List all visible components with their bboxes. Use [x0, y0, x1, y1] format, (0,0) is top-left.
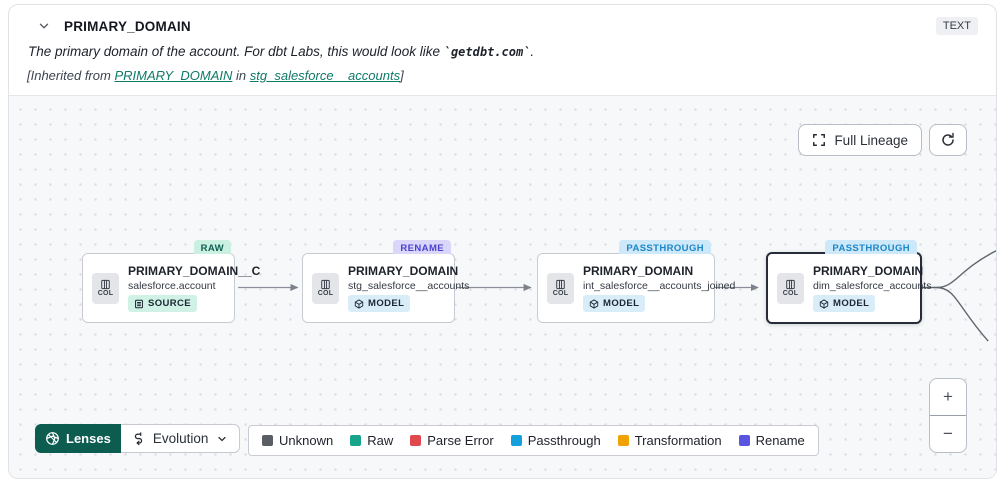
zoom-in-button[interactable]: +: [930, 379, 966, 416]
inherited-from-note: [Inherited from PRIMARY_DOMAIN in stg_sa…: [27, 67, 404, 83]
expand-icon: [813, 134, 826, 146]
column-details-panel: PRIMARY_DOMAIN TEXT The primary domain o…: [8, 4, 997, 479]
column-icon: COL: [777, 272, 804, 304]
collapse-chevron-icon[interactable]: [37, 19, 51, 33]
resource-type-badge: MODEL: [348, 295, 411, 312]
zoom-out-button[interactable]: −: [943, 424, 953, 443]
inherited-column-link[interactable]: PRIMARY_DOMAIN: [114, 67, 233, 83]
inline-code: `getdbt.com`: [443, 45, 531, 59]
legend-swatch: [410, 435, 422, 446]
model-cube-icon: [589, 298, 599, 309]
lineage-node-source[interactable]: RAW COL PRIMARY_DOMAIN__C salesforce.acc…: [82, 240, 261, 323]
zoom-controls: + −: [929, 378, 967, 453]
legend-swatch: [262, 435, 273, 446]
column-header: PRIMARY_DOMAIN TEXT The primary domain o…: [9, 5, 996, 95]
refresh-button[interactable]: [929, 124, 967, 156]
evolution-icon: [134, 431, 143, 445]
lineage-node-dim-selected[interactable]: PASSTHROUGH COL PRIMARY_DOMAIN dim_sales…: [766, 240, 932, 324]
column-icon: COL: [547, 272, 574, 304]
lens-aperture-icon: [46, 432, 59, 445]
legend-swatch: [350, 435, 362, 446]
lenses-control: Lenses Evolution: [35, 424, 241, 453]
column-type-badge: TEXT: [935, 17, 978, 35]
legend-item: Unknown: [262, 433, 333, 448]
lineage-node-intermediate[interactable]: PASSTHROUGH COL PRIMARY_DOMAIN int_sales…: [537, 240, 736, 323]
node-title: PRIMARY_DOMAIN__C: [128, 264, 261, 278]
column-icon: COL: [312, 272, 339, 304]
source-icon: [135, 299, 143, 308]
legend-item: Transformation: [617, 433, 722, 448]
column-description: The primary domain of the account. For d…: [28, 44, 535, 59]
node-title: PRIMARY_DOMAIN: [813, 264, 924, 278]
lineage-node-staging[interactable]: RENAME COL PRIMARY_DOMAIN stg_salesforce…: [302, 240, 470, 323]
page-title: PRIMARY_DOMAIN: [64, 18, 191, 34]
resource-type-badge: MODEL: [583, 295, 646, 312]
model-cube-icon: [819, 298, 829, 309]
legend-item: Rename: [738, 433, 805, 448]
node-title: PRIMARY_DOMAIN: [348, 264, 459, 278]
resource-type-badge: MODEL: [813, 295, 876, 312]
node-subtitle: dim_salesforce_accounts: [813, 280, 932, 292]
resource-type-badge: SOURCE: [128, 295, 198, 312]
column-icon: COL: [92, 272, 119, 304]
lineage-canvas[interactable]: Full Lineage RAW COL PRIMARY_DOMAIN__C s…: [9, 95, 996, 478]
lenses-button[interactable]: Lenses: [35, 424, 121, 453]
legend-item: Passthrough: [510, 433, 601, 448]
legend-item: Raw: [350, 433, 393, 448]
node-subtitle: int_salesforce__accounts_joined: [583, 280, 736, 292]
node-title: PRIMARY_DOMAIN: [583, 264, 694, 278]
legend-swatch: [510, 435, 522, 446]
full-lineage-button[interactable]: Full Lineage: [798, 124, 922, 156]
evolution-legend: Unknown Raw Parse Error Passthrough Tran…: [248, 425, 819, 456]
node-subtitle: stg_salesforce__accounts: [348, 280, 470, 292]
legend-swatch: [738, 435, 750, 446]
model-cube-icon: [354, 298, 364, 309]
lens-dropdown[interactable]: Evolution: [120, 424, 241, 453]
inherited-model-link[interactable]: stg_salesforce__accounts: [249, 67, 401, 83]
node-subtitle: salesforce.account: [128, 280, 216, 292]
lineage-edges: [238, 250, 996, 342]
legend-item: Parse Error: [410, 433, 494, 448]
refresh-icon: [942, 132, 954, 146]
legend-swatch: [617, 435, 629, 446]
chevron-down-icon: [218, 436, 226, 441]
